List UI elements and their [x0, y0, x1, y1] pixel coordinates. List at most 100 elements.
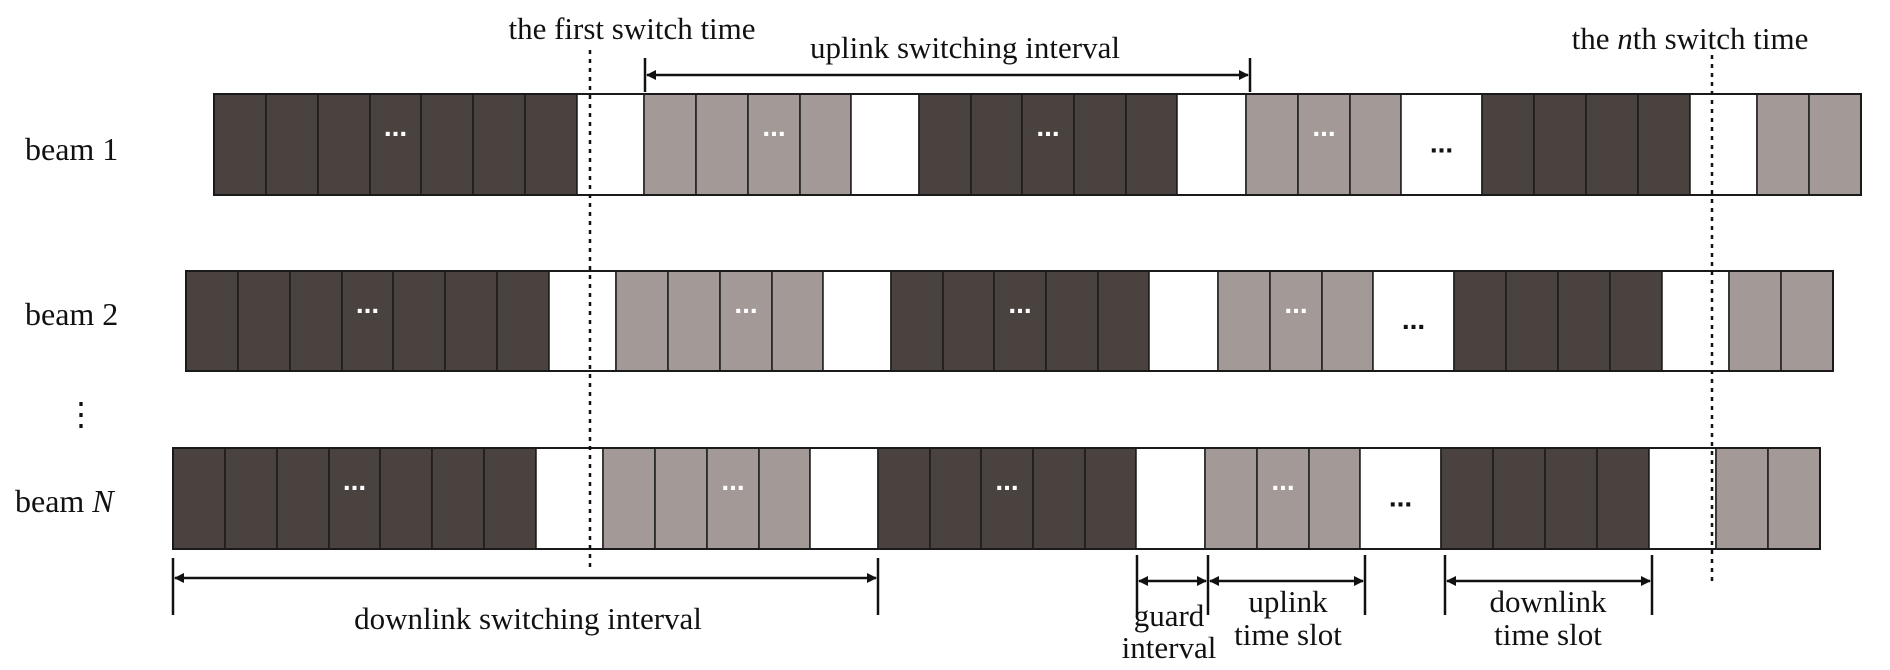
beam-2-downlink-slot [942, 270, 995, 372]
beam-2-downlink-slot [496, 270, 550, 372]
beam-n-downlink-slot [328, 447, 381, 550]
downlink-switching-interval-label: downlink switching interval [354, 601, 702, 636]
beam-n-guard-slot [809, 447, 879, 550]
beam-1-downlink-slot [524, 93, 578, 196]
beam-n-downlink-slot [1596, 447, 1650, 550]
beam-2-row-border [185, 270, 1834, 372]
beam-n-ellipsis-slot [1359, 447, 1442, 550]
beam-n-downlink-slot [1492, 447, 1546, 550]
beam-1-downlink-slot [472, 93, 526, 196]
beam-2-downlink-slot [1453, 270, 1507, 372]
beam-1-guard-slot [1176, 93, 1247, 196]
beam-2-uplink-slot [1269, 270, 1323, 372]
nth-switch-time-label: the nth switch time [1572, 21, 1809, 56]
beam-2-ellipsis-slot [1372, 270, 1455, 372]
beam-2-downlink-slot [237, 270, 291, 372]
beam-n-slot-ellipsis: ... [995, 465, 1018, 496]
beam-n-downlink-slot [1032, 447, 1086, 550]
row-label-beam-n: beam N [15, 483, 115, 519]
beam-2-guard-slot [1148, 270, 1219, 372]
beam-2-uplink-slot [667, 270, 721, 372]
beam-n-uplink-slot [1256, 447, 1310, 550]
first-switch-time-label: the first switch time [508, 11, 755, 46]
beam-1-downlink-slot [420, 93, 474, 196]
beam-n-guard-slot [1135, 447, 1206, 550]
beam-1-uplink-slot [1245, 93, 1299, 196]
beam-1-guard-slot [850, 93, 920, 196]
beam-n-downlink-slot [483, 447, 537, 550]
beam-2-downlink-slot [341, 270, 394, 372]
uplink-time-slot-label-line1: uplink [1248, 584, 1328, 619]
beam-2-uplink-slot [1321, 270, 1374, 372]
downlink-time-slot-label-line2: time slot [1494, 617, 1602, 652]
beam-2-uplink-slot [1728, 270, 1782, 372]
beam-1-downlink-slot [918, 93, 972, 196]
beam-n-downlink-slot [929, 447, 982, 550]
beam-2-downlink-slot [1097, 270, 1150, 372]
beam-2-downlink-slot [289, 270, 343, 372]
guard-interval-label-line2: interval [1122, 630, 1217, 665]
beam-n-row-border [172, 447, 1821, 550]
beam-2-uplink-slot [615, 270, 669, 372]
beam-2-slot-ellipsis: ... [1284, 288, 1307, 319]
beam-2-downlink-slot [1505, 270, 1559, 372]
beam-1-uplink-slot [747, 93, 801, 196]
guard-interval-label-line1: guard [1134, 598, 1205, 633]
beam-1-gap-ellipsis: ... [1430, 128, 1453, 159]
beam-n-slot-ellipsis: ... [343, 465, 366, 496]
beam-2-uplink-slot [1780, 270, 1834, 372]
beam-n-downlink-slot [1440, 447, 1494, 550]
beam-1-row-border [213, 93, 1862, 196]
beam-1-uplink-slot [643, 93, 697, 196]
beam-1-uplink-slot [1349, 93, 1402, 196]
beam-n-uplink-slot [1767, 447, 1821, 550]
beam-1-downlink-slot [1481, 93, 1535, 196]
row-label-beam-1: beam 1 [25, 131, 118, 167]
beam-2-slot-ellipsis: ... [734, 288, 757, 319]
beam-1-downlink-slot [213, 93, 267, 196]
beam-2-slot-ellipsis: ... [356, 288, 379, 319]
beam-n-slot-ellipsis: ... [721, 465, 744, 496]
beam-n-downlink-slot [1544, 447, 1598, 550]
beam-n-downlink-slot [276, 447, 330, 550]
beam-1-uplink-slot [799, 93, 852, 196]
beam-1-uplink-slot [1297, 93, 1351, 196]
beam-1-ellipsis-slot [1400, 93, 1483, 196]
beam-1-slot-ellipsis: ... [1312, 111, 1335, 142]
beam-2-downlink-slot [1045, 270, 1099, 372]
beam-2-guard-slot [1661, 270, 1730, 372]
beam-n-uplink-slot [602, 447, 656, 550]
uplink-time-slot-label-line2: time slot [1234, 617, 1342, 652]
beam-n-uplink-slot [1715, 447, 1769, 550]
beam-2-downlink-slot [890, 270, 944, 372]
beam-n-downlink-slot [877, 447, 931, 550]
beam-n-downlink-slot [172, 447, 226, 550]
beam-1-uplink-slot [1808, 93, 1862, 196]
beam-2-gap-ellipsis: ... [1402, 304, 1425, 335]
beam-n-gap-ellipsis: ... [1389, 482, 1412, 513]
uplink-switching-interval-label: uplink switching interval [810, 30, 1120, 65]
beam-1-guard-slot [1689, 93, 1758, 196]
beam-1-downlink-slot [970, 93, 1023, 196]
beam-n-uplink-slot [654, 447, 708, 550]
beam-1-downlink-slot [1533, 93, 1587, 196]
beam-1-downlink-slot [265, 93, 319, 196]
beam-2-downlink-slot [1557, 270, 1611, 372]
beam-n-slot-ellipsis: ... [1271, 465, 1294, 496]
beam-rows: ........................................… [172, 93, 1862, 550]
beam-2-downlink-slot [392, 270, 446, 372]
beam-1-slot-ellipsis: ... [762, 111, 785, 142]
row-label-beam-2: beam 2 [25, 296, 118, 332]
beam-n-guard-slot [1648, 447, 1717, 550]
beam-2-uplink-slot [771, 270, 824, 372]
beam-1-downlink-slot [1125, 93, 1178, 196]
beam-1-downlink-slot [1585, 93, 1639, 196]
beam-n-guard-slot [535, 447, 604, 550]
beam-2-downlink-slot [1609, 270, 1663, 372]
beam-n-downlink-slot [1084, 447, 1137, 550]
beam-n-downlink-slot [224, 447, 278, 550]
beam-n-downlink-slot [980, 447, 1034, 550]
beam-n-downlink-slot [431, 447, 485, 550]
beam-2-guard-slot [822, 270, 892, 372]
